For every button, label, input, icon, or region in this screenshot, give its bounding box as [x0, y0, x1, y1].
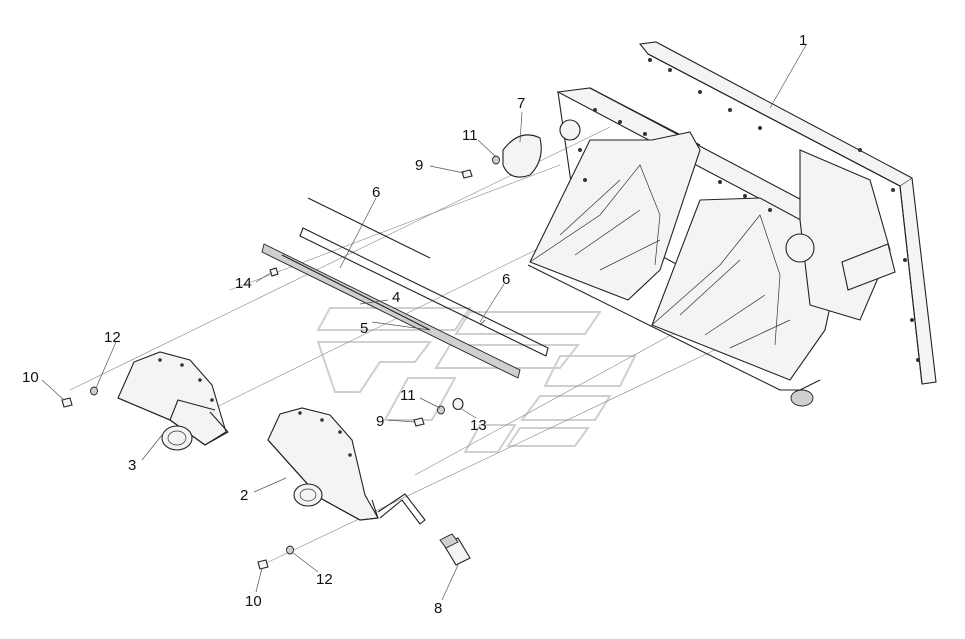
- round-cover-plate: [502, 134, 542, 178]
- fasteners: [61, 155, 500, 570]
- label-4: 4: [392, 289, 400, 306]
- label-10-left: 10: [22, 369, 39, 386]
- label-11-mid: 11: [400, 387, 416, 404]
- label-13: 13: [470, 417, 487, 434]
- label-11-top: 11: [462, 127, 478, 144]
- label-3: 3: [128, 457, 136, 474]
- label-14: 14: [235, 275, 252, 292]
- watermark-logo: [316, 307, 637, 453]
- left-cover: [117, 351, 229, 451]
- leader-lines: [41, 44, 807, 601]
- label-9-top: 9: [415, 157, 423, 174]
- label-12-bottom: 12: [316, 571, 333, 588]
- label-8: 8: [434, 600, 442, 617]
- label-1: 1: [799, 32, 807, 49]
- label-5: 5: [360, 320, 368, 337]
- main-housing: [527, 41, 937, 407]
- label-6-top: 6: [372, 184, 380, 201]
- label-6-mid: 6: [502, 271, 510, 288]
- callout-labels: 1 2 3 4 5 6 6 7 8 9 9 10 10 11 11 12 12 …: [22, 32, 807, 617]
- fitting: [439, 533, 471, 566]
- label-9-mid: 9: [376, 413, 384, 430]
- label-7: 7: [517, 95, 525, 112]
- label-10-bottom: 10: [245, 593, 262, 610]
- centre-cover: [267, 407, 426, 525]
- label-2: 2: [240, 487, 248, 504]
- label-12-left: 12: [104, 329, 121, 346]
- long-strips: [261, 197, 549, 379]
